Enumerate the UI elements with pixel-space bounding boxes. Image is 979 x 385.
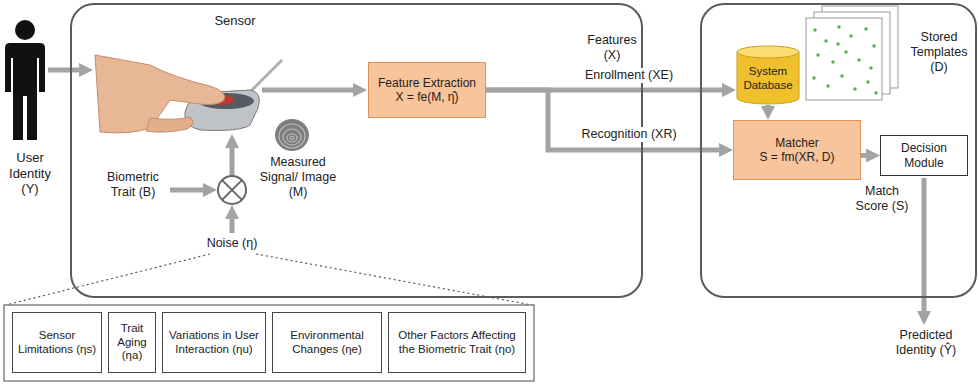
template-pages xyxy=(840,74,843,77)
database-cylinder xyxy=(737,46,799,58)
person-icon xyxy=(5,43,45,140)
formula: X = fe(M, η̂) xyxy=(395,90,458,104)
fingerprint-image xyxy=(287,134,297,142)
template-pages xyxy=(836,42,839,45)
flow-arrow xyxy=(170,188,207,193)
fingerprint-image xyxy=(279,124,305,148)
database-cylinder xyxy=(737,52,799,104)
multiplier-symbol xyxy=(218,176,246,204)
box-label: Environmental Changes (ηe) xyxy=(278,329,376,357)
template-pages xyxy=(849,34,852,37)
person-icon xyxy=(5,20,45,140)
fingerprint-image xyxy=(283,129,301,145)
template-pages xyxy=(864,27,867,30)
person-icon xyxy=(15,20,35,40)
flow-connector xyxy=(766,105,771,110)
process-box: Feature ExtractionX = fe(M, η̂) xyxy=(368,62,486,118)
multiplier-symbol xyxy=(218,176,246,204)
template-pages xyxy=(806,6,898,100)
fingerprint-image xyxy=(275,119,309,151)
multiplier-symbol xyxy=(222,180,242,200)
box-label: Feature Extraction xyxy=(378,76,476,90)
flow-arrow xyxy=(262,88,357,93)
panel-heading: Sensor xyxy=(205,13,265,29)
edge-label: Enrollment (XE) xyxy=(572,68,686,83)
template-pages xyxy=(806,18,882,100)
input-label: Biometric Trait (B) xyxy=(98,170,168,200)
multiplier-symbol xyxy=(222,180,242,200)
template-pages xyxy=(826,84,829,87)
formula: S = fm(XR, D) xyxy=(759,150,834,164)
template-pages xyxy=(844,50,847,53)
flow-arrow xyxy=(230,215,235,233)
box-label: Sensor Limitations (ηs) xyxy=(18,329,96,357)
fingerprint-image xyxy=(290,137,294,140)
signal-label: Measured Signal/ Image (M) xyxy=(258,155,338,200)
noise-factor-frame xyxy=(4,305,534,381)
noise-factor-box: Environmental Changes (ηe) xyxy=(272,312,382,373)
actor-label: User Identity (Y) xyxy=(0,150,60,197)
edge-label: Recognition (XR) xyxy=(572,127,686,142)
fingerprint-image xyxy=(275,119,309,151)
flow-arrow xyxy=(48,68,83,73)
flow-connector xyxy=(861,153,870,158)
template-pages xyxy=(874,91,877,94)
noise-factor-box: Sensor Limitations (ηs) xyxy=(12,312,102,373)
flow-connector xyxy=(486,90,723,150)
noise-factor-frame xyxy=(4,305,534,381)
system-panel: Stored Templates (D) System DatabaseMatch… xyxy=(700,3,977,298)
process-box: MatcherS = fm(XR, D) xyxy=(733,120,861,180)
sensor-picture xyxy=(95,55,282,133)
sensor-picture xyxy=(95,55,225,133)
box-label: Decision Module xyxy=(886,141,962,170)
flow-arrow xyxy=(230,144,235,175)
noise-factor-box: Variations in User Interaction (ηu) xyxy=(162,312,266,373)
template-pages xyxy=(813,28,816,31)
template-pages xyxy=(853,87,856,90)
template-pages xyxy=(831,60,834,63)
panel-heading: Stored Templates (D) xyxy=(907,30,971,75)
box-label: Matcher xyxy=(775,136,818,150)
flow-arrow xyxy=(922,178,927,315)
noise-factor-box: Trait Aging (ηa) xyxy=(108,312,156,373)
box-label: Trait Aging (ηa) xyxy=(114,322,150,363)
template-pages xyxy=(857,58,860,61)
decision-box: Decision Module xyxy=(880,135,968,176)
template-pages xyxy=(812,76,815,79)
template-pages xyxy=(824,39,827,42)
box-label: Variations in User Interaction (ηu) xyxy=(168,329,260,357)
template-pages xyxy=(869,66,872,69)
features-label: Features (X) xyxy=(584,33,640,63)
template-pages xyxy=(816,53,819,56)
sensor-picture xyxy=(146,117,193,132)
template-pages xyxy=(872,44,875,47)
box-label: System Database xyxy=(738,65,798,93)
noise-factor-box: Other Factors Affecting the Biometric Tr… xyxy=(388,312,526,373)
database-cylinder: System Database xyxy=(736,45,800,105)
edge-label: Match Score (S) xyxy=(852,184,912,214)
noise-label: Noise (η) xyxy=(200,236,264,251)
output-label: Predicted Identity (Ŷ) xyxy=(888,328,964,358)
system-panel: SensorFeature ExtractionX = fe(M, η̂) xyxy=(70,3,643,298)
box-label: Other Factors Affecting the Biometric Tr… xyxy=(394,329,520,357)
template-pages xyxy=(866,80,869,83)
template-pages xyxy=(837,25,840,28)
flow-arrow xyxy=(48,70,924,315)
